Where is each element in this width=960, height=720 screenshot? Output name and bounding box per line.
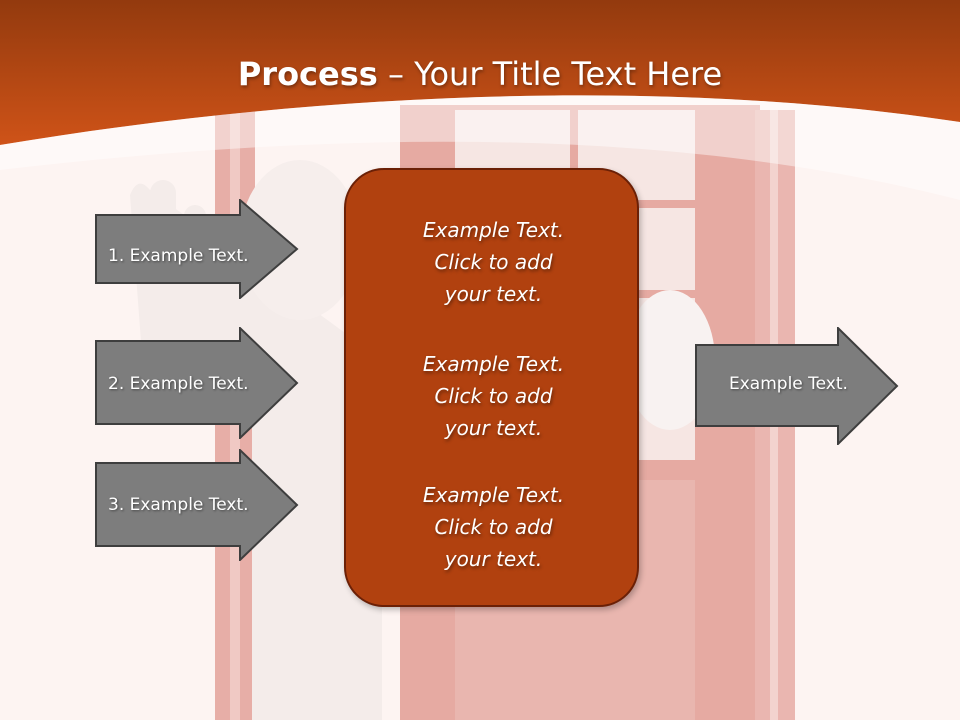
slide-title[interactable]: Process – Your Title Text Here [0,52,960,96]
title-rest: – Your Title Text Here [377,55,723,93]
process-text-line: Click to add [434,515,553,539]
process-box[interactable]: Example Text. Click to add your text. Ex… [344,168,639,607]
process-text-block-1: Example Text. Click to add your text. [346,214,641,310]
input-arrow-2-label: 2. Example Text. [108,374,249,394]
process-text-line: Example Text. [422,218,565,242]
input-arrow-3-label: 3. Example Text. [108,495,249,515]
header-swoosh [0,95,960,200]
process-text-line: Example Text. [422,352,565,376]
output-arrow[interactable] [695,327,900,445]
process-text-line: your text. [444,416,543,440]
process-text-line: your text. [444,547,543,571]
header-band [0,0,960,145]
input-arrow-1-label: 1. Example Text. [108,246,249,266]
process-text-line: Click to add [434,250,553,274]
input-arrow-3[interactable] [95,449,300,561]
title-bold: Process [237,55,378,93]
process-text-line: Click to add [434,384,553,408]
input-arrow-1[interactable] [95,199,300,299]
process-text-line: Example Text. [422,483,565,507]
output-arrow-label: Example Text. [729,374,848,394]
process-text-line: your text. [444,282,543,306]
process-text-block-2: Example Text. Click to add your text. [346,348,641,444]
input-arrow-2[interactable] [95,327,300,439]
process-text-block-3: Example Text. Click to add your text. [346,479,641,575]
